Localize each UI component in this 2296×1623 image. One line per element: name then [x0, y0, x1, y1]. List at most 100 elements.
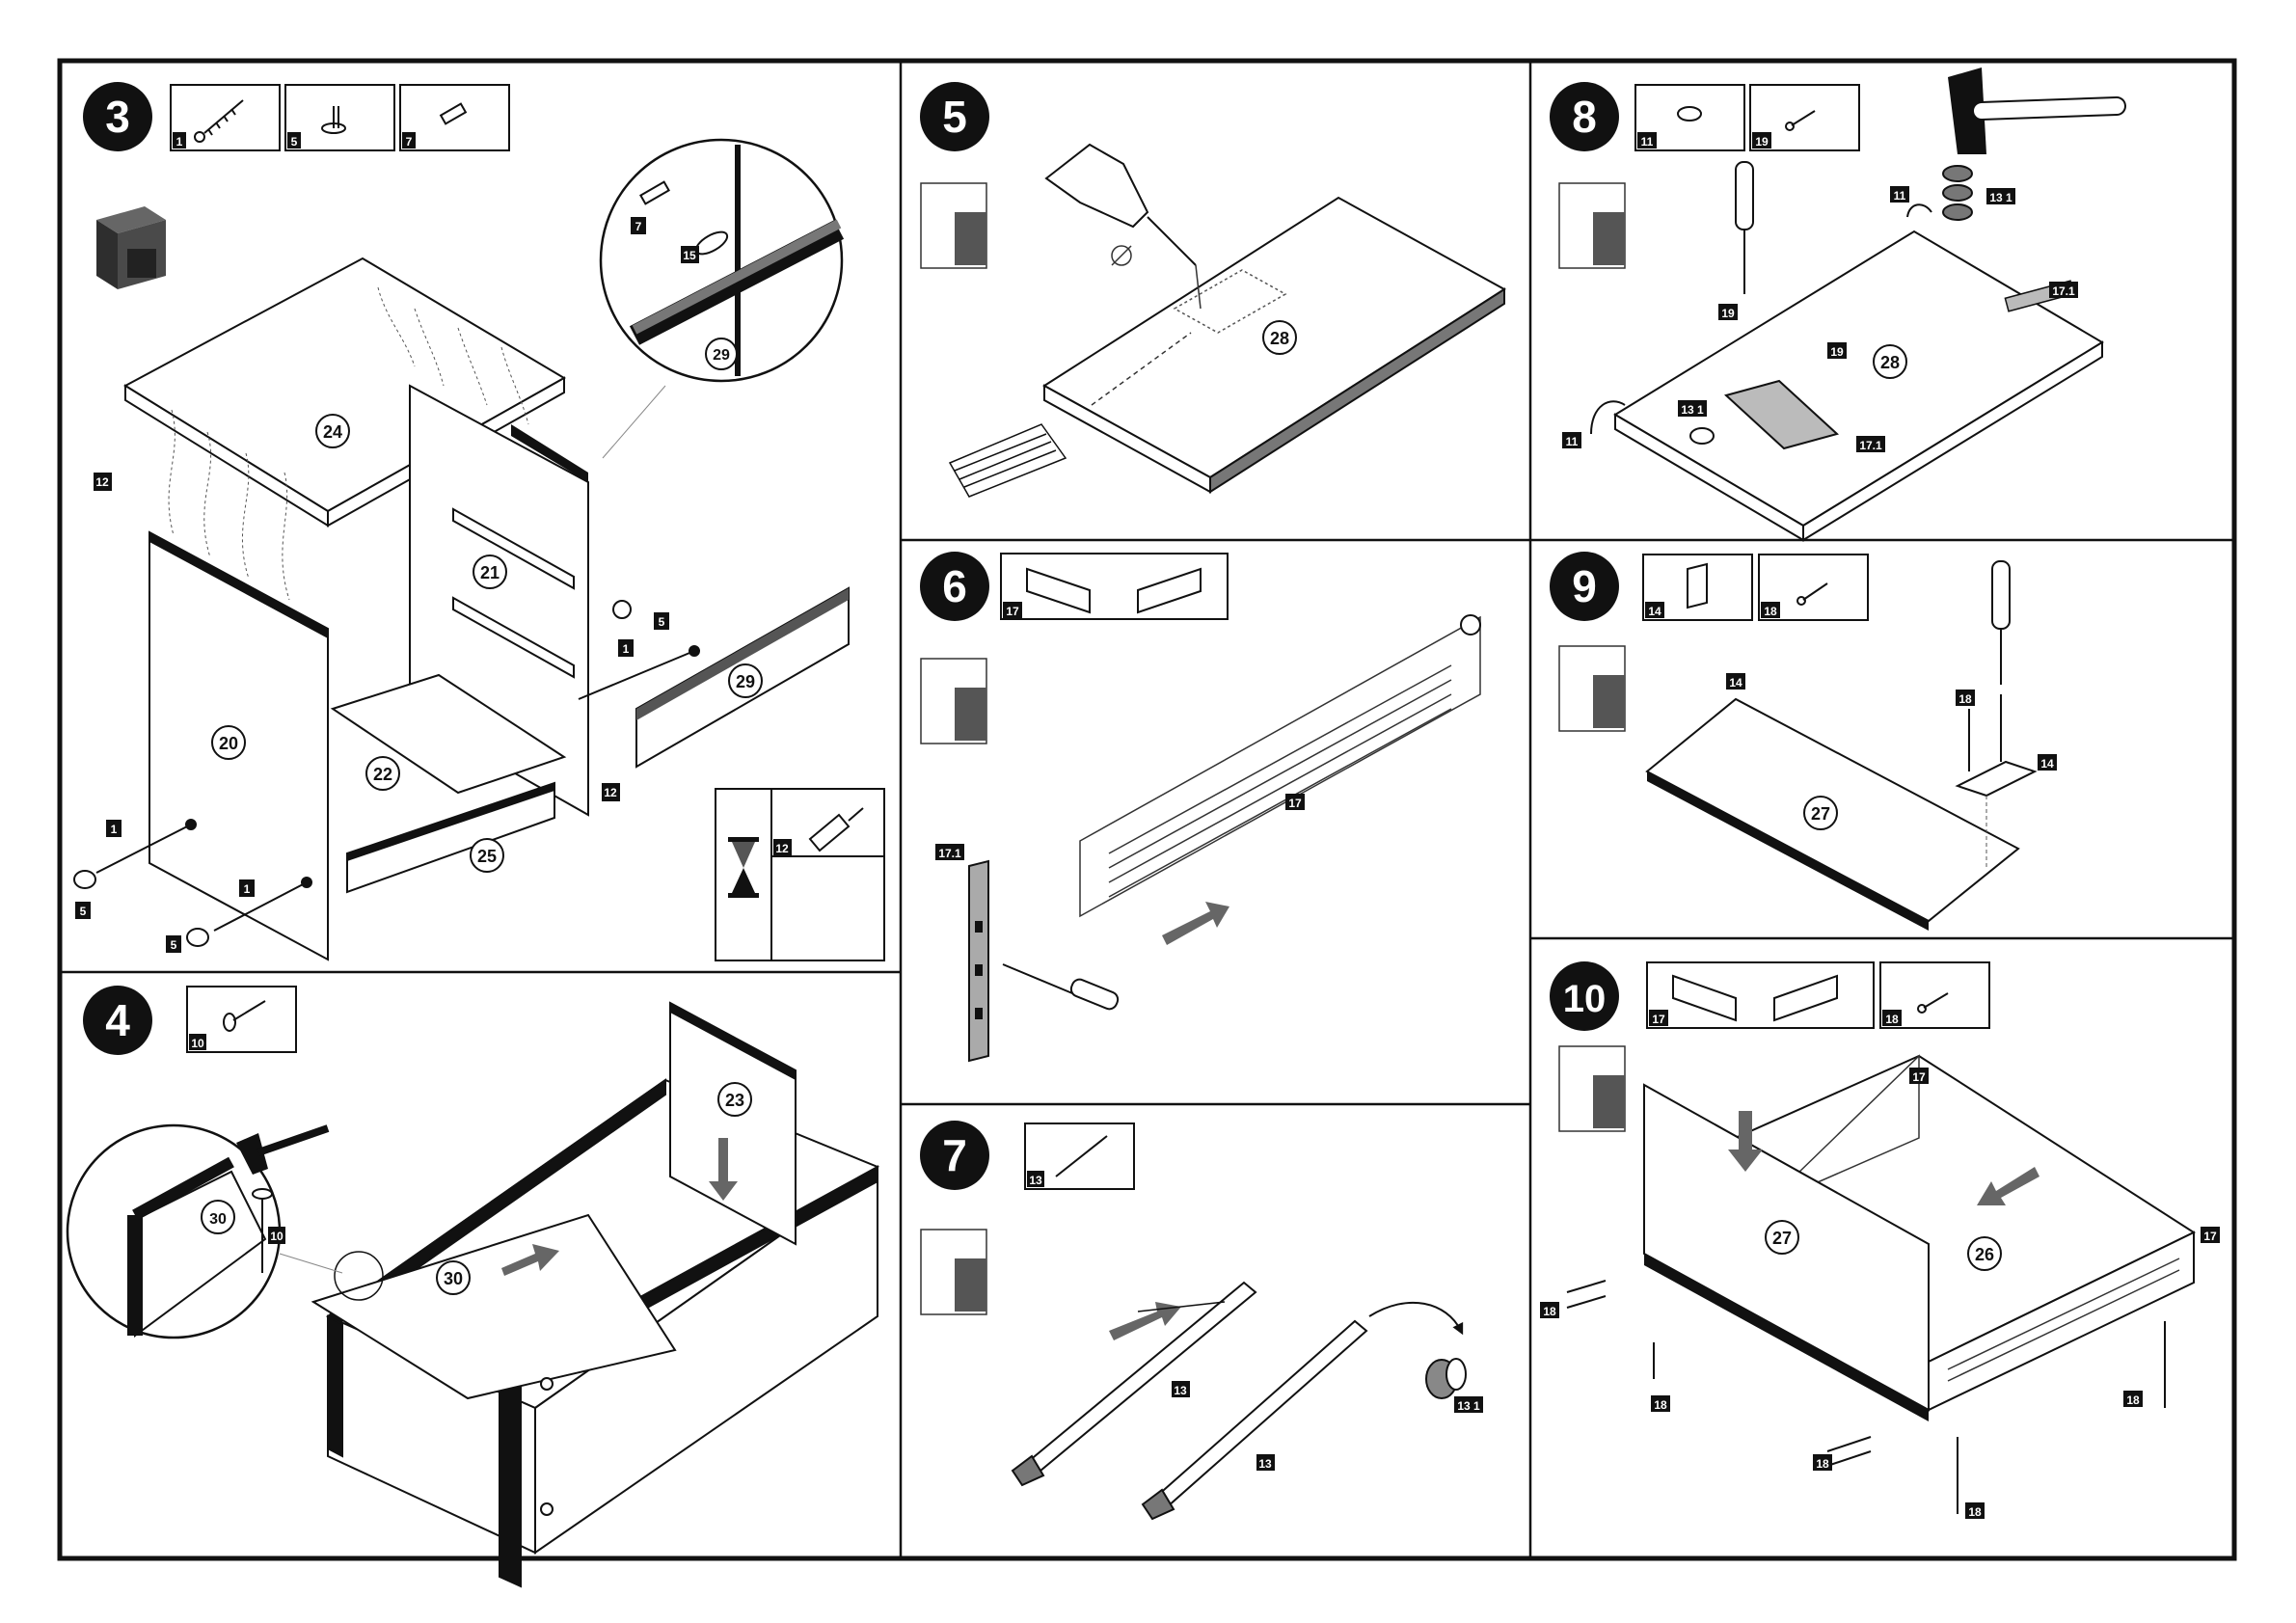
- svg-text:13 1: 13 1: [1457, 1399, 1480, 1413]
- svg-text:10: 10: [270, 1230, 284, 1243]
- cabinet-thumbnail: [921, 1230, 986, 1314]
- screwdriver-icon: [1003, 964, 1121, 1012]
- svg-text:1: 1: [623, 642, 630, 656]
- cabinet-thumbnail: [1559, 183, 1625, 268]
- svg-text:30: 30: [209, 1211, 227, 1228]
- svg-text:1: 1: [176, 135, 183, 149]
- svg-text:13: 13: [1029, 1174, 1042, 1187]
- svg-text:18: 18: [1958, 692, 1972, 706]
- step-9-panel: 9 14 18 27 14 18 14: [1550, 552, 2057, 931]
- step-3-number: 3: [105, 92, 130, 142]
- svg-text:14: 14: [1729, 676, 1742, 690]
- svg-text:14: 14: [2040, 757, 2054, 771]
- svg-text:18: 18: [1816, 1457, 1829, 1471]
- svg-text:4: 4: [105, 995, 130, 1045]
- part-label-24: 24: [323, 422, 342, 442]
- step-3-detail-circle: 29 7 15: [601, 140, 842, 381]
- long-screw-icon: [195, 100, 243, 142]
- svg-text:29: 29: [713, 347, 730, 364]
- short-screw-icon: [1786, 111, 1815, 130]
- svg-text:11: 11: [1641, 135, 1654, 149]
- rod-icon: [1056, 1136, 1107, 1177]
- svg-text:12: 12: [604, 786, 617, 799]
- wood-grain-icon: [950, 424, 1066, 497]
- svg-text:7: 7: [406, 135, 413, 149]
- glue-wait-box: 12: [716, 789, 884, 960]
- bracket-17-1: [969, 861, 988, 1061]
- cam-lock-icon: [1943, 166, 1972, 220]
- svg-text:19: 19: [1721, 307, 1735, 320]
- svg-text:5: 5: [80, 905, 87, 918]
- step-10-panel: 10 17 18 27 26 17: [1540, 961, 2220, 1519]
- svg-text:11: 11: [1894, 189, 1906, 203]
- svg-text:7: 7: [635, 220, 642, 233]
- svg-text:17: 17: [1288, 797, 1302, 810]
- step-4-detail-circle: 30 10: [68, 1125, 328, 1338]
- svg-text:18: 18: [1543, 1305, 1556, 1318]
- hammer-icon: [1948, 68, 2117, 154]
- svg-text:23: 23: [725, 1091, 744, 1110]
- glide-icon: [1678, 107, 1701, 121]
- step-8-panel: 8 11 19 28 11 13: [1550, 68, 2117, 540]
- svg-text:13 1: 13 1: [1681, 403, 1704, 417]
- svg-text:17: 17: [1912, 1070, 1926, 1084]
- svg-text:19: 19: [1755, 135, 1769, 149]
- step-7-panel: 7 13 13 13 13 1: [920, 1121, 1483, 1519]
- svg-text:17.1: 17.1: [938, 847, 961, 860]
- svg-text:12: 12: [95, 475, 109, 489]
- svg-text:10: 10: [1563, 978, 1607, 1020]
- cabinet-thumbnail: [921, 183, 986, 268]
- part-label-22: 22: [373, 765, 392, 784]
- top-panel-28: [1615, 231, 2102, 526]
- svg-text:6: 6: [942, 561, 967, 611]
- drawer-sides-icon: [1673, 976, 1837, 1020]
- bracket-icon: [1688, 564, 1707, 608]
- svg-text:17.1: 17.1: [2052, 284, 2075, 298]
- svg-text:7: 7: [942, 1130, 967, 1180]
- drawer-sides-icon: [1027, 569, 1201, 612]
- svg-text:26: 26: [1975, 1245, 1994, 1264]
- svg-text:11: 11: [1566, 435, 1579, 448]
- svg-text:27: 27: [1772, 1229, 1792, 1248]
- part-label-21: 21: [480, 563, 500, 582]
- hammer-icon: [236, 1128, 328, 1175]
- svg-text:5: 5: [171, 938, 177, 952]
- svg-text:18: 18: [1885, 1013, 1899, 1026]
- screwdriver-icon: [1736, 162, 1753, 294]
- svg-text:18: 18: [2126, 1393, 2140, 1407]
- svg-text:5: 5: [291, 135, 298, 149]
- svg-text:5: 5: [659, 615, 665, 629]
- drill-icon: [1046, 145, 1196, 265]
- svg-text:18: 18: [1654, 1398, 1667, 1412]
- cabinet-thumbnail: [96, 206, 166, 289]
- screwdriver-icon: [1992, 561, 2010, 685]
- svg-text:9: 9: [1572, 561, 1597, 611]
- svg-text:18: 18: [1968, 1505, 1982, 1519]
- part-label-25: 25: [477, 847, 497, 866]
- cam-lock-icon: [322, 106, 345, 133]
- svg-text:17: 17: [1006, 605, 1019, 618]
- svg-text:15: 15: [683, 249, 696, 262]
- short-screw-icon: [1797, 583, 1827, 605]
- part-label-29: 29: [736, 672, 755, 691]
- svg-text:27: 27: [1811, 804, 1830, 824]
- nut-icon: [1426, 1359, 1466, 1398]
- svg-text:13: 13: [1258, 1457, 1272, 1471]
- svg-text:28: 28: [1270, 329, 1289, 348]
- dowel-icon: [441, 104, 466, 124]
- step-5-panel: 5 28: [920, 82, 1504, 497]
- step-3-parts: 1 5 7: [171, 85, 509, 150]
- drawer-rail-17: [1080, 617, 1480, 916]
- step-3-panel: 3 1 5 7: [74, 82, 884, 960]
- cabinet-thumbnail: [1559, 1046, 1625, 1131]
- cabinet-thumbnail: [1559, 646, 1625, 731]
- nail-icon: [224, 1001, 265, 1031]
- svg-text:5: 5: [942, 92, 967, 142]
- svg-text:14: 14: [1648, 605, 1661, 618]
- part-label-20: 20: [219, 734, 238, 753]
- svg-text:28: 28: [1880, 353, 1900, 372]
- svg-text:13: 13: [1174, 1384, 1187, 1397]
- svg-text:17: 17: [2203, 1230, 2217, 1243]
- step-4-panel: 4 10 23 30: [68, 986, 878, 1586]
